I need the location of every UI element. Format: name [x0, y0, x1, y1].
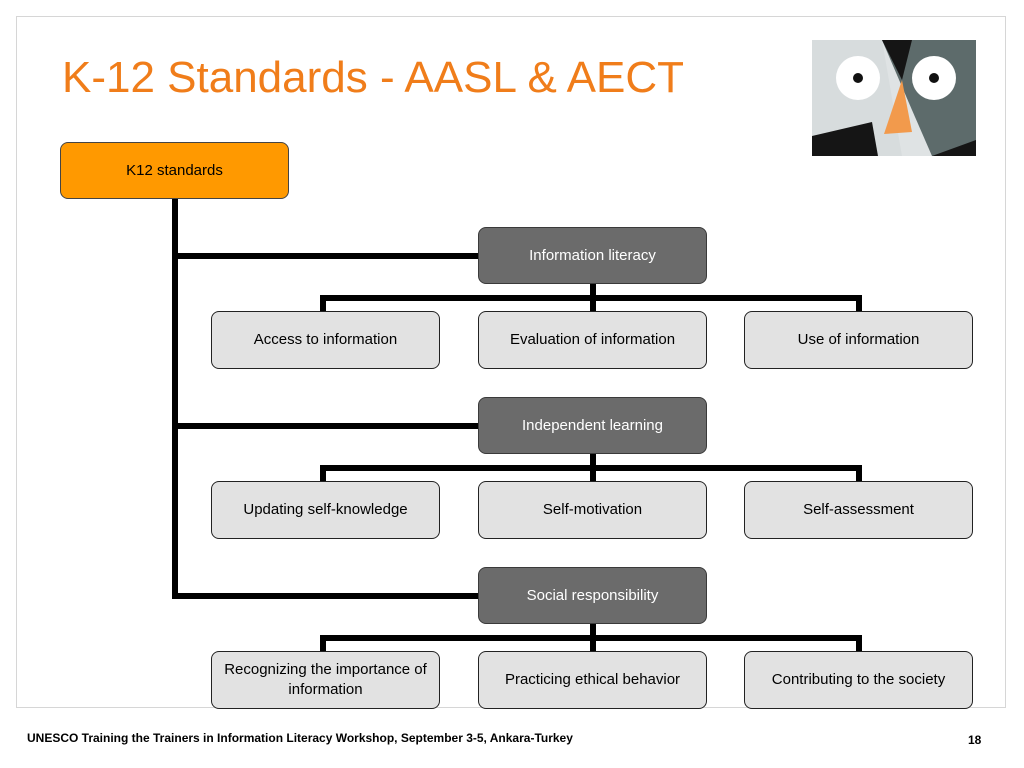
- group-node-label: Social responsibility: [526, 586, 659, 604]
- group-3-drop-c: [856, 635, 862, 652]
- leaf-node-access-to-information: Access to information: [211, 311, 440, 369]
- leaf-node-label: Recognizing the importance of informatio…: [224, 661, 427, 698]
- leaf-node-label: Use of information: [797, 331, 920, 348]
- leaf-node-updating-self-knowledge: Updating self-knowledge: [211, 481, 440, 539]
- slide-title: K-12 Standards - AASL & AECT: [62, 53, 685, 102]
- leaf-node-use-of-information: Use of information: [744, 311, 973, 369]
- branch-line-2: [172, 423, 479, 429]
- leaf-node-label: Contributing to the society: [771, 671, 946, 688]
- leaf-node-label: Self-motivation: [542, 501, 643, 518]
- leaf-node-contributing-to-society: Contributing to the society: [744, 651, 973, 709]
- slide-footer: UNESCO Training the Trainers in Informat…: [27, 731, 573, 745]
- group-1-drop-c: [856, 295, 862, 312]
- leaf-node-self-assessment: Self-assessment: [744, 481, 973, 539]
- group-node-social-responsibility: Social responsibility: [478, 567, 707, 624]
- group-node-independent-learning: Independent learning: [478, 397, 707, 454]
- group-2-drop-a: [320, 465, 326, 482]
- leaf-node-label: Updating self-knowledge: [243, 501, 408, 518]
- leaf-node-label: Access to information: [253, 331, 398, 348]
- leaf-node-evaluation-of-information: Evaluation of information: [478, 311, 707, 369]
- group-1-drop-a: [320, 295, 326, 312]
- branch-line-3: [172, 593, 479, 599]
- group-1-stem: [590, 283, 596, 299]
- group-2-stem: [590, 453, 596, 469]
- group-1-drop-b: [590, 295, 596, 312]
- group-node-label: Independent learning: [522, 416, 663, 434]
- leaf-node-label: Self-assessment: [803, 501, 914, 518]
- root-node: K12 standards: [60, 142, 289, 199]
- leaf-node-self-motivation: Self-motivation: [478, 481, 707, 539]
- group-3-drop-b: [590, 635, 596, 652]
- root-trunk-line: [172, 198, 178, 598]
- page-number: 18: [968, 733, 982, 747]
- group-2-drop-c: [856, 465, 862, 482]
- branch-line-1: [172, 253, 479, 259]
- group-3-stem: [590, 623, 596, 639]
- group-node-information-literacy: Information literacy: [478, 227, 707, 284]
- owl-logo-icon: [812, 40, 976, 156]
- leaf-node-label: Evaluation of information: [509, 331, 676, 348]
- leaf-node-label: Practicing ethical behavior: [504, 671, 681, 688]
- group-node-label: Information literacy: [529, 246, 656, 264]
- group-2-drop-b: [590, 465, 596, 482]
- leaf-node-practicing-ethical-behavior: Practicing ethical behavior: [478, 651, 707, 709]
- root-node-label: K12 standards: [126, 161, 223, 179]
- group-3-drop-a: [320, 635, 326, 652]
- leaf-node-recognizing-importance: Recognizing the importance of informatio…: [211, 651, 440, 709]
